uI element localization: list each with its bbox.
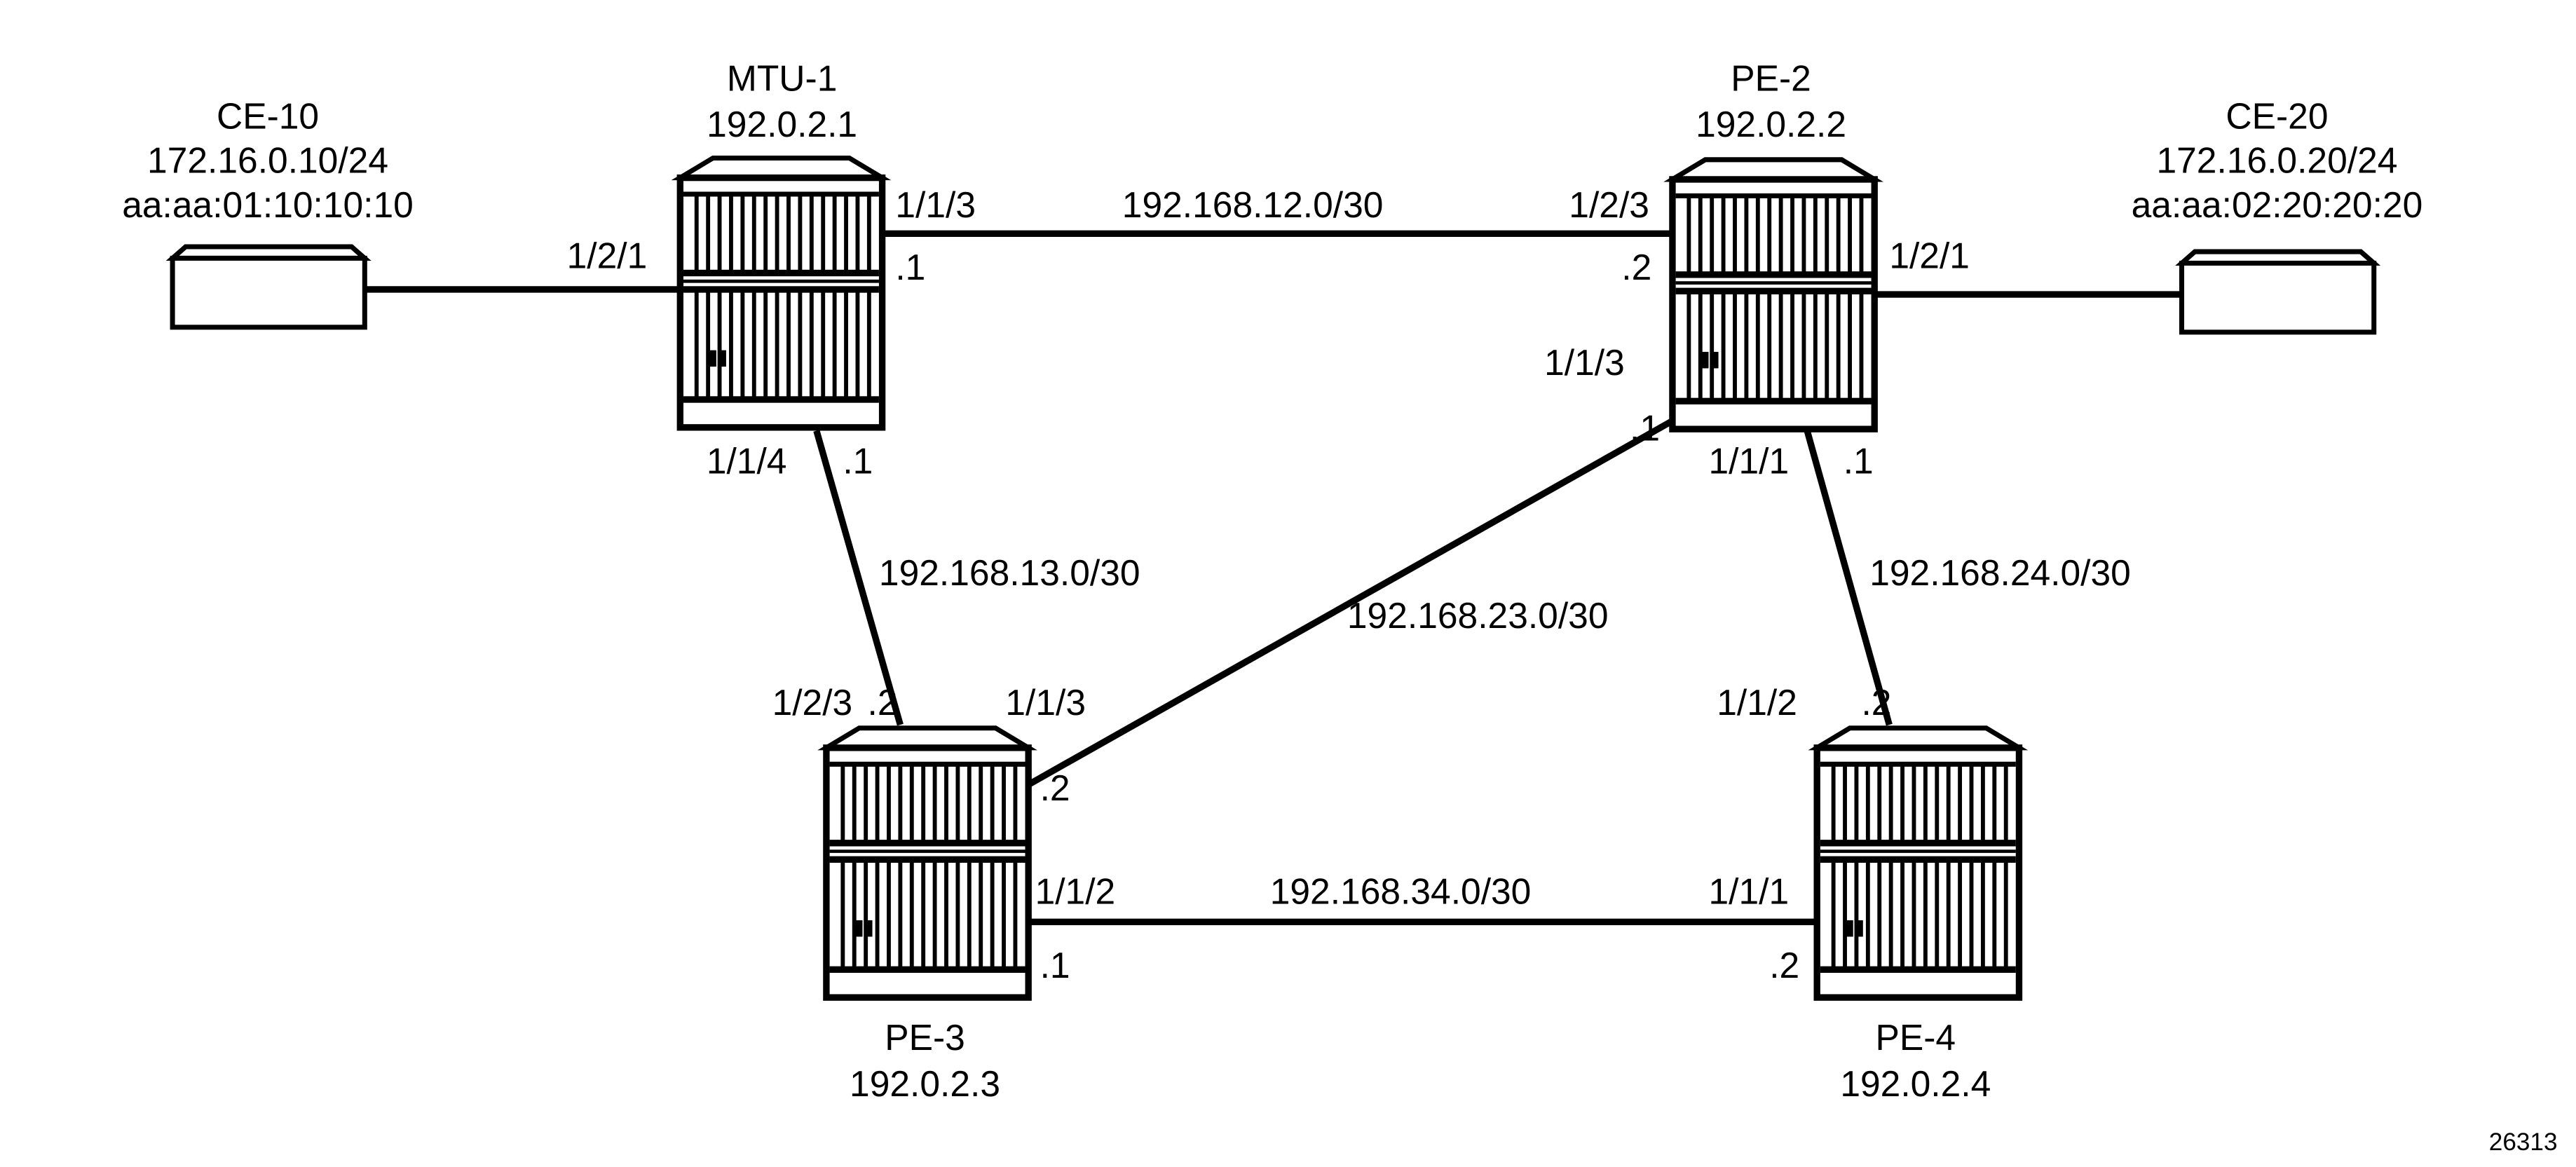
address-label: .2 [1040,767,1070,808]
pe3-router-icon [826,728,1028,997]
port-label: 1/2/1 [567,236,648,276]
pe2-name: PE-2 [1731,57,1811,98]
address-label: .1 [1630,408,1660,449]
subnet-label: 192.168.24.0/30 [1869,552,2131,593]
pe3-ip: 192.0.2.3 [850,1063,1000,1104]
mtu1-ip: 192.0.2.1 [707,104,857,144]
subnet-label: 192.168.13.0/30 [879,552,1140,593]
port-label: 1/2/1 [1889,236,1970,276]
subnet-label: 192.168.34.0/30 [1270,871,1532,912]
ce10-host-icon [172,247,364,327]
link-mtu1-pe3 [813,430,904,726]
mtu1-name: MTU-1 [727,57,838,98]
subnet-label: 192.168.12.0/30 [1122,184,1384,225]
ce10-ip: 172.16.0.10/24 [147,140,388,181]
address-label: .1 [1040,945,1070,985]
port-label: 1/1/1 [1709,871,1790,912]
port-label: 1/1/2 [1717,682,1797,723]
pe4-router-icon [1817,728,2019,997]
address-label: .1 [1844,440,1874,481]
address-label: .2 [868,682,898,723]
link-pe2-pe4 [1804,430,1893,726]
port-label: 1/1/1 [1709,440,1790,481]
port-label: 1/1/3 [895,184,976,225]
port-label: 1/1/4 [707,440,787,481]
ce10-mac: aa:aa:01:10:10:10 [122,184,414,225]
port-label: 1/2/3 [1569,184,1649,225]
ce20-name: CE-20 [2226,95,2328,136]
link-pe2-pe3 [1025,418,1675,789]
port-label: 1/1/3 [1544,342,1625,383]
pe4-ip: 192.0.2.4 [1840,1063,1991,1104]
ce20-ip: 172.16.0.20/24 [2156,140,2397,181]
address-label: .1 [895,247,925,287]
address-label: .2 [1621,247,1651,287]
mtu1-router-icon [680,158,882,427]
pe2-router-icon [1672,160,1874,429]
port-label: 1/1/3 [1005,682,1086,723]
address-label: .2 [1769,945,1799,985]
figure-id: 26313 [2489,1128,2558,1156]
pe4-name: PE-4 [1876,1017,1956,1058]
address-label: .1 [843,440,873,481]
port-label: 1/1/2 [1035,871,1116,912]
port-label: 1/2/3 [772,682,853,723]
ce20-mac: aa:aa:02:20:20:20 [2132,184,2423,225]
address-label: .2 [1861,682,1891,723]
ce20-host-icon [2182,252,2374,332]
pe3-name: PE-3 [885,1017,965,1058]
ce10-name: CE-10 [217,95,319,136]
pe2-ip: 192.0.2.2 [1696,104,1846,144]
subnet-label: 192.168.23.0/30 [1347,595,1609,636]
